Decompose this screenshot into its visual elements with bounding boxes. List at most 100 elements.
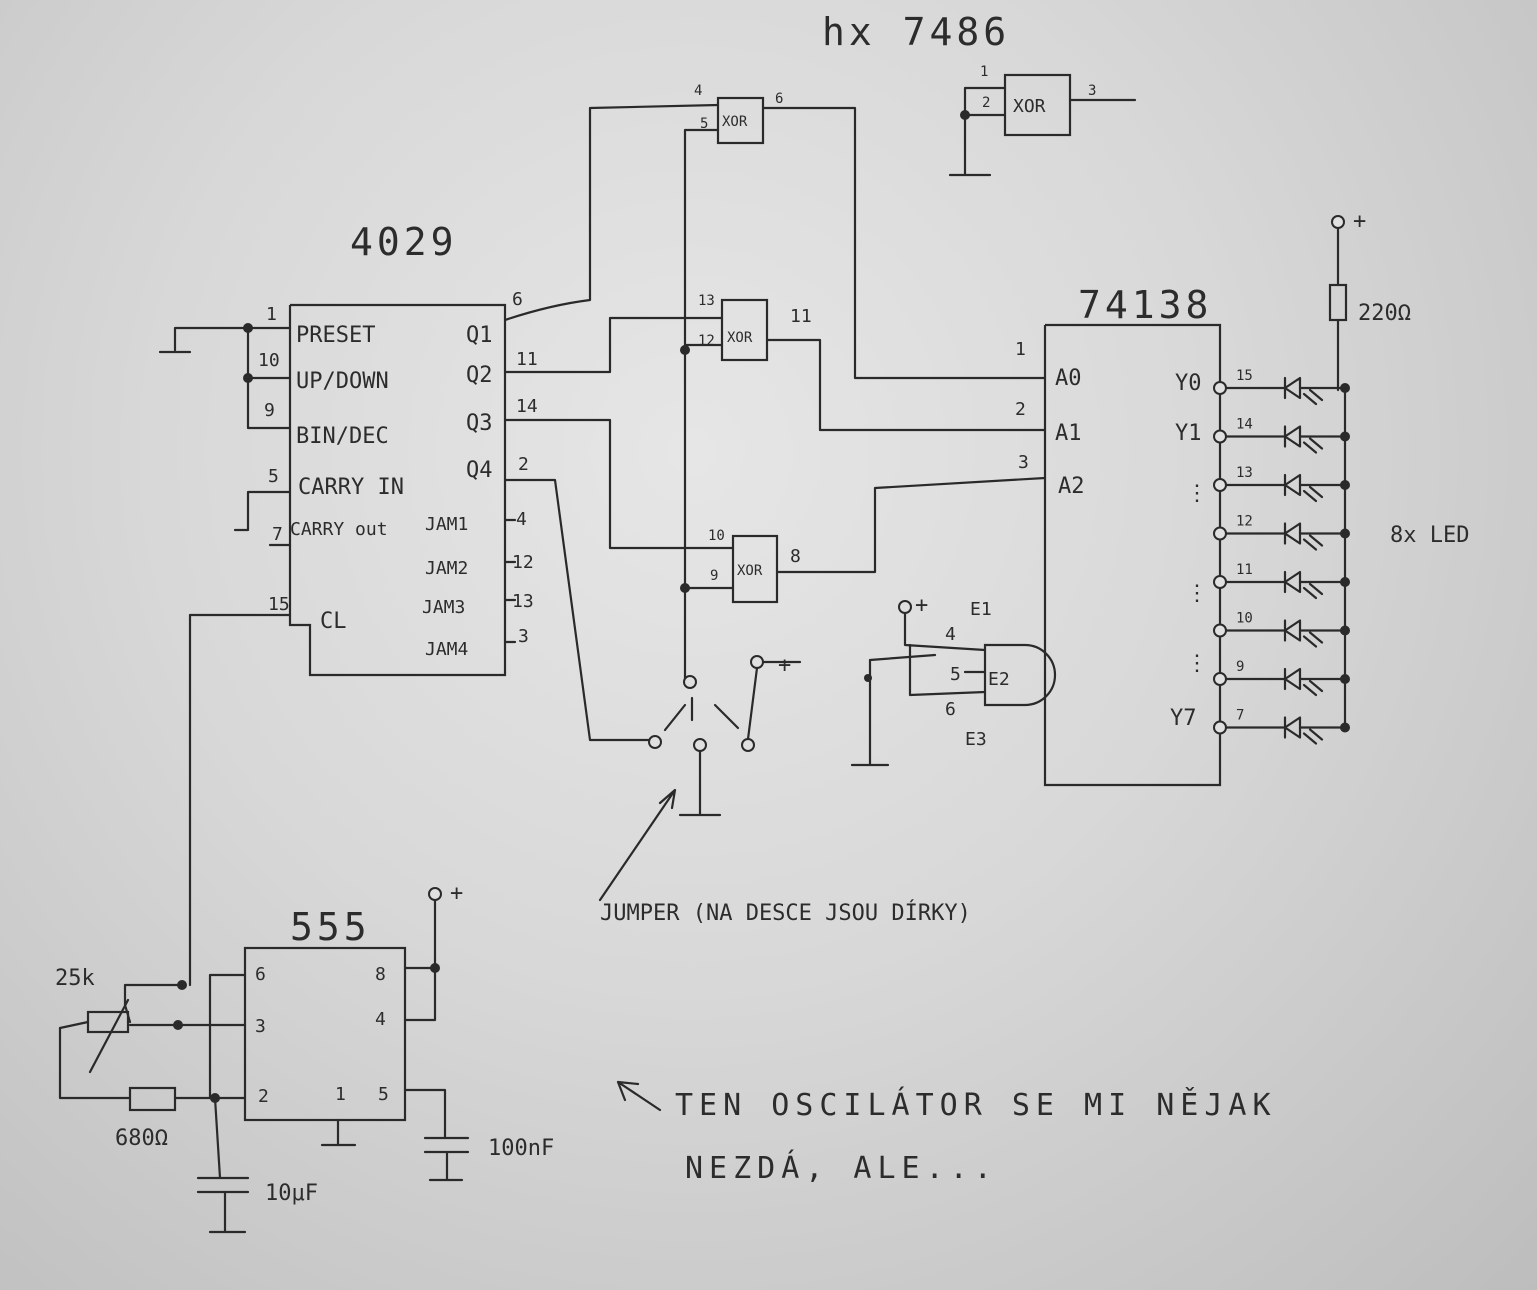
- pin-cin: 5: [268, 466, 279, 487]
- pin-e1: 4: [945, 624, 956, 645]
- xor-gate-1: XOR 4 5 6: [694, 83, 783, 145]
- xor3-to-a2-wire: [775, 476, 1047, 574]
- led-diode-icon: [1283, 425, 1324, 454]
- jumper-note: JUMPER (NA DESCE JSOU DÍRKY): [600, 900, 971, 926]
- jumper[interactable]: +: [648, 653, 802, 817]
- jumper-ground: [678, 749, 722, 817]
- junction-dot: [680, 345, 690, 355]
- capacitor-10uf: [196, 1096, 250, 1234]
- updown-label: UP/DOWN: [296, 369, 389, 394]
- xor-gate-label: XOR: [737, 563, 763, 579]
- pin-q2: 11: [516, 349, 538, 370]
- ellipsis: ⋮: [1186, 581, 1208, 606]
- a2-label: A2: [1058, 474, 1085, 499]
- timer-body: [243, 946, 407, 1122]
- pin-a2: 3: [1018, 452, 1029, 473]
- timer-supply-wire: [403, 898, 437, 1022]
- pin-e2: 5: [950, 664, 961, 685]
- pin-q4: 2: [518, 454, 529, 475]
- pin-jam1: 4: [516, 509, 527, 530]
- led-diode-icon: [1283, 473, 1324, 503]
- xor2-pin-b: 12: [698, 333, 715, 349]
- jam2-label: JAM2: [425, 558, 468, 579]
- y7-label: Y7: [1170, 706, 1197, 731]
- control-line: [683, 128, 720, 682]
- counter-body: [288, 303, 507, 677]
- q2-label: Q2: [466, 363, 493, 388]
- junction-dot: [960, 110, 970, 120]
- jumper-pin-top[interactable]: [683, 675, 697, 689]
- y1-label: Y1: [1175, 421, 1202, 446]
- q4-wire: [503, 478, 652, 742]
- jumper-pin-right[interactable]: [741, 738, 755, 752]
- enable-logic: + E1 E2 E3 4 5 6: [850, 593, 1057, 767]
- enable-wiring: [850, 611, 987, 767]
- decoder-body: [1043, 323, 1222, 787]
- q2-wire: [503, 316, 724, 374]
- pin-updown: 10: [258, 350, 280, 371]
- xor-gate-2: XOR 13 12 11: [698, 293, 812, 362]
- timer-chip-title: 555: [290, 905, 371, 949]
- xor3-pin-b: 9: [710, 568, 718, 584]
- led-diode-icon: [1283, 376, 1324, 406]
- enable-plus-terminal[interactable]: [898, 600, 912, 614]
- pin-preset: 1: [266, 304, 277, 325]
- led-row: 14: [1213, 417, 1350, 454]
- junction-dot: [173, 1020, 183, 1030]
- xor-gate-body: [1003, 73, 1072, 137]
- decoder-output-pin: [1213, 720, 1227, 735]
- q3-wire: [503, 418, 735, 550]
- e1-label: E1: [970, 599, 992, 620]
- pin-q3: 14: [516, 396, 538, 417]
- jumper-arrows: [663, 696, 740, 732]
- led-diode-icon: [1283, 522, 1324, 551]
- led-diode-icon: [1283, 667, 1324, 697]
- xor-gate-body: [716, 96, 765, 145]
- led-diode-icon: [1283, 570, 1324, 600]
- jumper-plus-pin[interactable]: [750, 655, 764, 669]
- note-line-2: NEZDÁ, ALE...: [685, 1150, 998, 1186]
- xor3-pin-a: 10: [708, 528, 725, 544]
- xor-gate-label: XOR: [722, 114, 748, 130]
- timer-plus-terminal[interactable]: [428, 887, 442, 901]
- junction-dot: [1340, 383, 1350, 393]
- decoder-output-pin-number: 10: [1236, 611, 1253, 627]
- decoder-output-pin: [1213, 672, 1227, 686]
- carry-out-label: CARRY out: [290, 519, 388, 540]
- q4-label: Q4: [466, 458, 493, 483]
- pot-label: 25k: [55, 966, 95, 991]
- xor-gate-label: XOR: [727, 330, 753, 346]
- pin-cout: 7: [272, 524, 283, 545]
- note-line-1: TEN OSCILÁTOR SE MI NĚJAK: [675, 1087, 1277, 1123]
- decoder-output-pin-number: 11: [1236, 562, 1253, 578]
- jumper-pin-center[interactable]: [693, 738, 707, 752]
- pin-bindec: 9: [264, 400, 275, 421]
- jam1-label: JAM1: [425, 514, 468, 535]
- led-plus-terminal[interactable]: [1331, 215, 1345, 229]
- timer-pin3: 3: [255, 1016, 266, 1037]
- q1-wire: [503, 103, 720, 322]
- pot-25k[interactable]: [86, 1010, 130, 1034]
- timer-pin8: 8: [375, 964, 386, 985]
- a0-label: A0: [1055, 366, 1082, 391]
- capacitor-100nf: [403, 1088, 470, 1182]
- counter-4029: PRESET UP/DOWN BIN/DEC CARRY IN CARRY ou…: [158, 289, 538, 987]
- pin6-pin2-tie: [208, 973, 247, 1100]
- decoder-output-pin: [1213, 575, 1227, 589]
- led-row: 12: [1213, 514, 1350, 551]
- jumper-pin-left[interactable]: [648, 735, 662, 749]
- jumper-plus-sign: +: [778, 653, 791, 678]
- c2-label: 100nF: [488, 1136, 554, 1161]
- spare-pin-out: 3: [1088, 83, 1096, 99]
- timer-pin6: 6: [255, 964, 266, 985]
- decoder-output-pin-number: 9: [1236, 659, 1244, 675]
- clock-label: CL: [320, 609, 347, 634]
- control-tie-wire: [246, 326, 292, 430]
- decoder-output-pin: [1213, 623, 1227, 638]
- led-row: 7: [1213, 708, 1350, 745]
- pin-a0: 1: [1015, 339, 1026, 360]
- decoder-output-pin-number: 7: [1236, 708, 1244, 724]
- jam-pin-stubs: [503, 518, 517, 644]
- timer-pin4: 4: [375, 1009, 386, 1030]
